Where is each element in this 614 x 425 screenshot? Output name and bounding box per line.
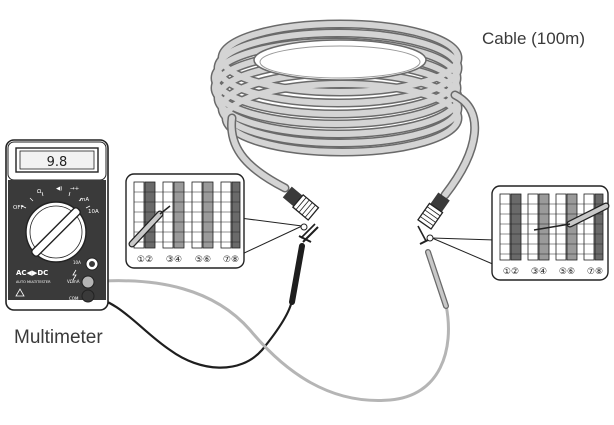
red-test-lead: [87, 279, 450, 402]
display-reading: 9.8: [47, 155, 68, 170]
callout-lines-right: [426, 234, 496, 266]
pin-label: ⑦⑧: [223, 255, 239, 265]
multimeter-label: Multimeter: [14, 327, 103, 348]
pin-label: ①②: [503, 267, 519, 277]
cable-coil-icon: [210, 19, 480, 200]
dial-marking: 10A: [88, 209, 99, 215]
dial-marking: mA: [80, 197, 89, 203]
dial-marking: OFF: [13, 205, 24, 211]
left-connector-panel: ①② ③④ ⑤⑥ ⑦⑧: [125, 173, 245, 269]
pin-label: ①②: [137, 255, 153, 265]
jack-label: 10A: [73, 260, 81, 265]
dial-marking: Ω: [37, 189, 41, 195]
pin-label: ③④: [531, 267, 547, 277]
pin-label: ③④: [166, 255, 182, 265]
warning-icon: [15, 288, 25, 297]
probe-icon: [289, 223, 319, 305]
pin-label: ⑤⑥: [195, 255, 211, 265]
rj45-plug-icon: [282, 186, 320, 221]
small-print: AUTO MULTITESTER: [16, 280, 51, 284]
rotary-dial-icon[interactable]: [25, 201, 87, 263]
jack-vohm[interactable]: [81, 275, 95, 289]
mode-label: AC◀▶DC: [16, 269, 48, 277]
jack-label: COM: [69, 296, 79, 301]
jack-label: VΩmA: [67, 279, 80, 284]
right-connector-panel: ①② ③④ ⑤⑥ ⑦⑧: [491, 185, 610, 281]
cable-label: Cable (100m): [482, 29, 585, 48]
rj45-plug-icon: [417, 192, 450, 230]
dial-marking: ◀): [56, 186, 62, 192]
pin-label: ⑤⑥: [559, 267, 575, 277]
multimeter-icon: 9.8 OFF Ω ◀) →+ mA 10A AC: [5, 139, 109, 311]
black-test-lead: [87, 294, 294, 369]
callout-lines-left: [239, 217, 308, 256]
dial-marking: →+: [70, 186, 80, 192]
pin-label: ⑦⑧: [587, 267, 603, 277]
jack-com[interactable]: [81, 289, 95, 303]
